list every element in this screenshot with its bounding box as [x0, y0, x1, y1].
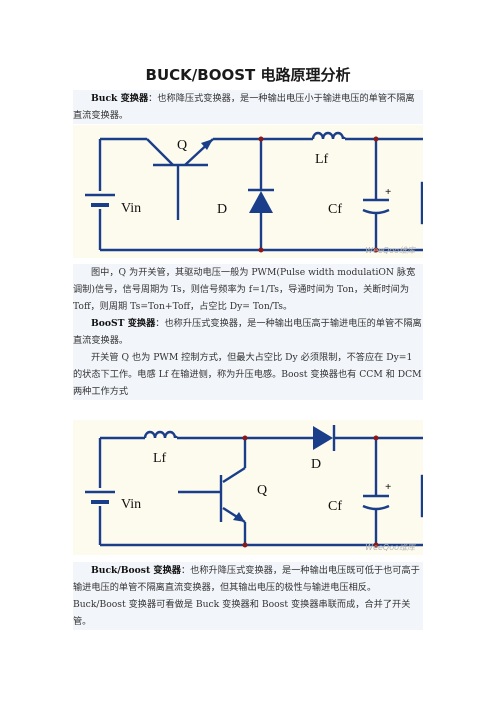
junction-dot: [258, 136, 264, 142]
boost-detail-text: 开关管 Q 也为 PWM 控制方式，但最大占空比 Dy 必须限制，不答应在 Dy…: [73, 352, 422, 397]
label-q: Q: [257, 483, 267, 498]
junction-dot: [373, 435, 379, 441]
label-cf: Cf: [328, 499, 342, 514]
page-title: BUCK/BOOST 电路原理分析: [145, 66, 351, 84]
junction-dot: [242, 435, 248, 441]
junction-dot: [242, 542, 248, 548]
junction-dot: [373, 136, 379, 142]
junction-dot: [373, 247, 379, 253]
label-plus: +: [385, 481, 391, 493]
diode-triangle-icon: [249, 191, 273, 213]
buck-text: ：也称降压式变换器，是一种输出电压小于输进电压的单管不隔离直流变换器。: [73, 93, 415, 121]
watermark: WeeQoo维库: [365, 246, 415, 255]
buck-circuit-diagram: Vin Q D Lf Cf + Vo: [85, 131, 423, 253]
boost-circuit: Vin Lf D Q Cf + Vo WeeQoo维库: [73, 420, 423, 555]
buck-detail-section: 图中，Q 为开关管，其驱动电压一般为 PWM(Pulse width modul…: [73, 264, 423, 400]
buck-detail-text: 图中，Q 为开关管，其驱动电压一般为 PWM(Pulse width modul…: [73, 267, 416, 312]
buck-heading: Buck 变换器: [91, 93, 149, 104]
label-vin: Vin: [121, 201, 141, 216]
junction-dot: [373, 542, 379, 548]
label-cf: Cf: [328, 202, 342, 217]
label-lf: Lf: [315, 152, 329, 167]
watermark: WeeQoo维库: [365, 543, 415, 552]
label-plus: +: [385, 186, 391, 198]
boost-heading: BooST 变换器: [91, 318, 156, 329]
boost-circuit-diagram: Vin Lf D Q Cf + Vo: [85, 425, 423, 548]
buckboost-intro: Buck/Boost 变换器：也称升降压式变换器，是一种输出电压既可低于也可高于…: [73, 562, 423, 630]
buckboost-heading: Buck/Boost 变换器: [91, 565, 181, 576]
buck-circuit: Vin Q D Lf Cf + Vo WeeQoo维库: [73, 125, 423, 258]
label-lf: Lf: [153, 451, 167, 466]
emitter-arrow-icon: [233, 512, 245, 522]
buckboost-text: ：也称升降压式变换器，是一种输出电压既可低于也可高于输进电压的单管不隔离直流变换…: [73, 565, 420, 627]
diode-triangle-icon: [313, 426, 333, 450]
label-d: D: [217, 202, 227, 217]
label-vin: Vin: [121, 497, 141, 512]
boost-text: ：也称升压式变换器，是一种输出电压高于输进电压的单管不隔离直流变换器。: [73, 318, 422, 346]
buck-intro: Buck 变换器：也称降压式变换器，是一种输出电压小于输进电压的单管不隔离直流变…: [73, 90, 423, 124]
label-q: Q: [177, 138, 187, 153]
junction-dot: [258, 247, 264, 253]
emitter-arrow-icon: [201, 139, 213, 150]
label-d: D: [311, 457, 321, 472]
